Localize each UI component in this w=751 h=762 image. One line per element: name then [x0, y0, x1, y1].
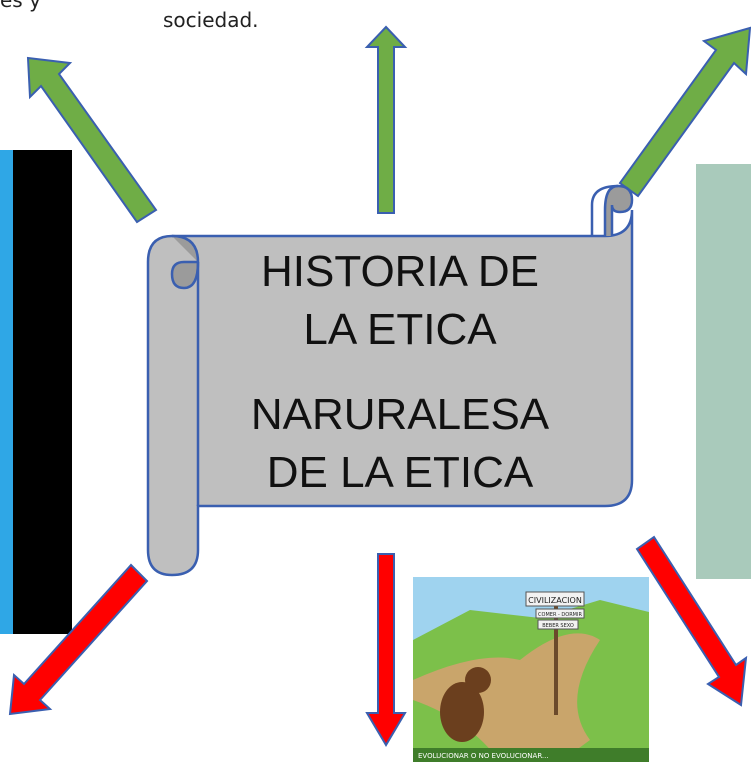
arrow-down-center — [365, 553, 407, 747]
scroll-title-line4: DE LA ETICA — [266, 448, 534, 497]
arrow-up-center — [364, 25, 408, 214]
right-side-panel — [696, 164, 751, 579]
arrow-up-right — [618, 26, 751, 198]
top-center-text: sociedad. — [163, 8, 259, 32]
scroll-banner — [146, 184, 634, 577]
cartoon-image: CIVILIZACION COMER - DORMIR BEBER SEXO E… — [413, 577, 649, 762]
top-left-text-fragment: es y — [0, 0, 41, 12]
cartoon-sign2-text: COMER - DORMIR — [538, 612, 582, 618]
scroll-title-line2: LA ETICA — [303, 305, 497, 354]
cartoon-sign3-text: BEBER SEXO — [542, 623, 574, 629]
scroll-title-line1: HISTORIA DE — [261, 247, 539, 296]
scroll-title-line3: NARURALESA — [250, 390, 550, 439]
left-side-panel — [0, 150, 72, 634]
left-panel-blue-stripe — [0, 150, 13, 634]
arrow-up-left — [26, 56, 158, 224]
arrow-down-left — [8, 563, 149, 716]
arrow-down-right — [635, 535, 748, 707]
cartoon-signpost-text: CIVILIZACION — [528, 596, 582, 605]
cartoon-caption: EVOLUCIONAR O NO EVOLUCIONAR... — [418, 752, 549, 760]
